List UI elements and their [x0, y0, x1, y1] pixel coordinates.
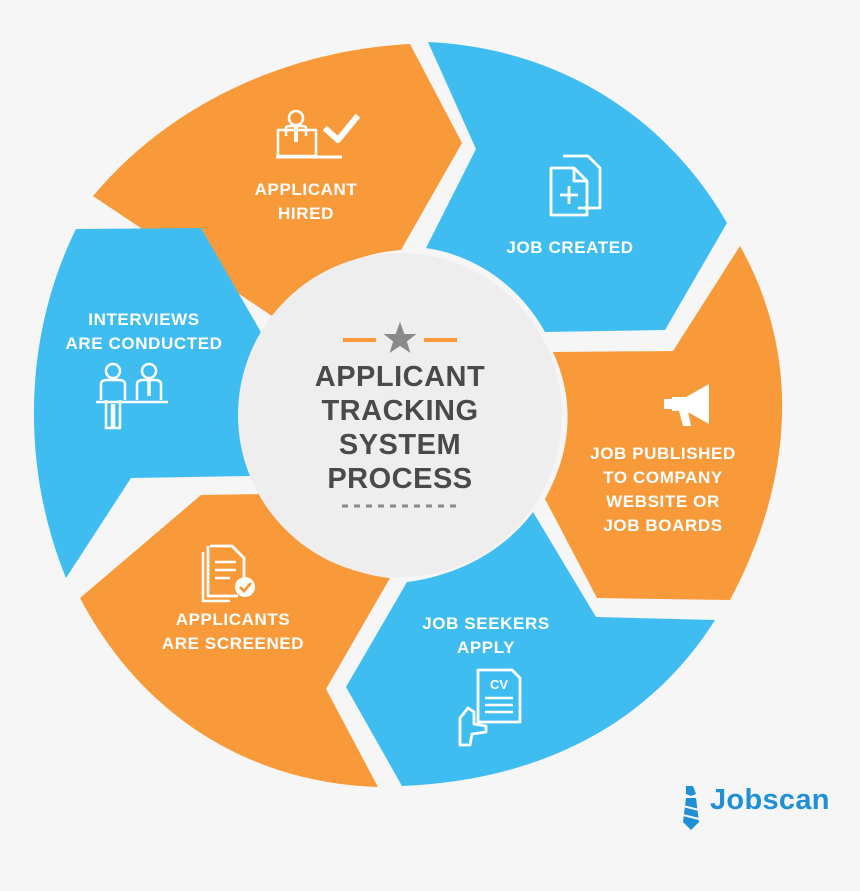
- svg-text:CV: CV: [490, 677, 508, 692]
- title-line: APPLICANT: [314, 361, 486, 393]
- step-line: JOB SEEKERS: [422, 614, 550, 633]
- cv-in-hand-icon: CV: [458, 668, 522, 747]
- step-line: APPLICANTS: [175, 610, 291, 629]
- step-line: APPLY: [456, 638, 516, 657]
- jobscan-logo: Jobscan: [680, 784, 830, 817]
- step-line: JOB PUBLISHED: [590, 444, 736, 463]
- title-line: PROCESS: [327, 463, 473, 495]
- center-title: APPLICANT TRACKING SYSTEM PROCESS: [260, 360, 540, 496]
- center-circle: [238, 253, 562, 577]
- step-line: ARE SCREENED: [161, 634, 305, 653]
- step-line: INTERVIEWS: [88, 310, 200, 329]
- step-line: HIRED: [278, 204, 334, 223]
- new-document-icon: [549, 154, 602, 217]
- segment-job-published: [545, 246, 783, 600]
- segment-job-created: [426, 42, 727, 332]
- step-line: JOB CREATED: [506, 238, 634, 257]
- step-interviews-conducted-label: INTERVIEWS ARE CONDUCTED: [52, 308, 236, 356]
- step-line: ARE CONDUCTED: [65, 334, 223, 353]
- logo-text: Jobscan: [710, 784, 830, 816]
- title-line: SYSTEM: [338, 429, 462, 461]
- step-job-created-label: JOB CREATED: [490, 236, 650, 260]
- step-job-seekers-apply-label: JOB SEEKERS APPLY: [408, 612, 564, 660]
- star-icon: [383, 322, 417, 353]
- step-job-published-label: JOB PUBLISHED TO COMPANY WEBSITE OR JOB …: [578, 442, 748, 538]
- jobscan-tie-icon: [682, 786, 700, 830]
- step-line: APPLICANT: [254, 180, 358, 199]
- step-applicant-hired-label: APPLICANT HIRED: [236, 178, 376, 226]
- interview-people-icon: [96, 362, 168, 430]
- step-line: WEBSITE OR: [606, 492, 720, 511]
- segment-job-seekers-apply: [346, 512, 715, 786]
- document-check-icon: [201, 544, 255, 603]
- step-applicants-screened-label: APPLICANTS ARE SCREENED: [150, 608, 316, 656]
- segment-applicants-screened: [80, 494, 390, 787]
- megaphone-icon: [664, 384, 709, 426]
- title-line: TRACKING: [321, 395, 479, 427]
- step-line: JOB BOARDS: [603, 516, 723, 535]
- hired-applicant-check-icon: [276, 109, 361, 159]
- step-line: TO COMPANY: [603, 468, 723, 487]
